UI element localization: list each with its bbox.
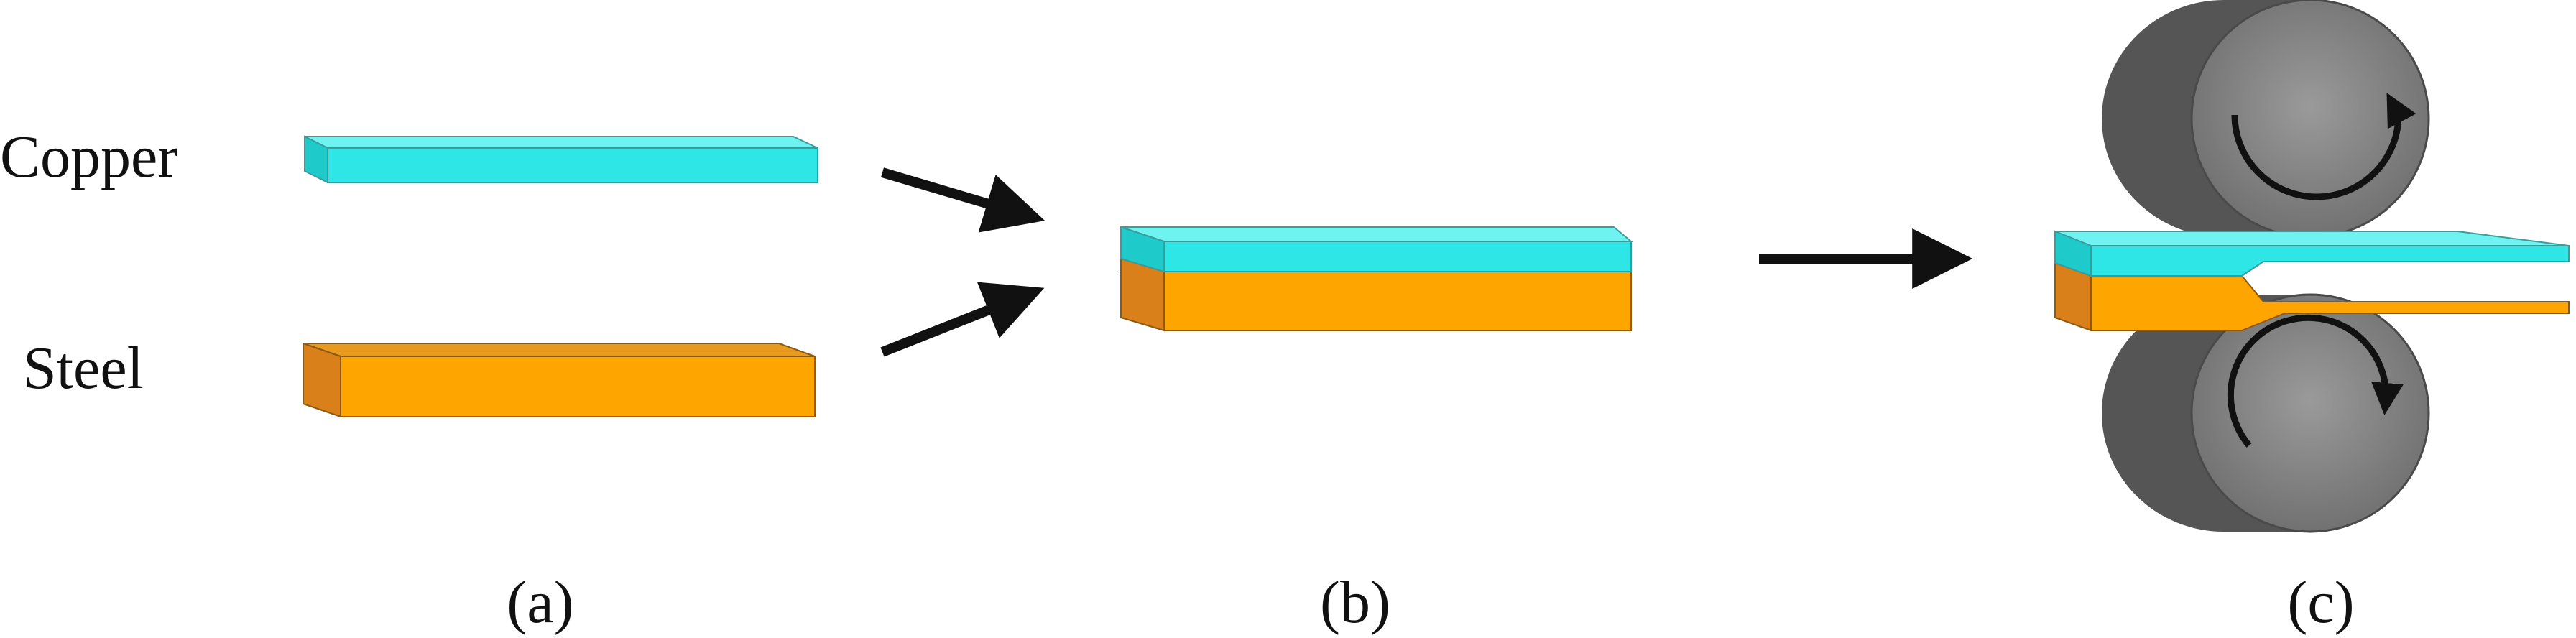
copper-strip-a (304, 135, 818, 184)
copper-label: Copper (0, 124, 177, 190)
rolled-strips-c (2054, 230, 2570, 332)
panel-label-c: (c) (2287, 569, 2354, 636)
arrow-icon (881, 167, 1045, 233)
panel-label-a: (a) (507, 569, 573, 636)
rotation-counterclockwise-icon (2227, 314, 2404, 448)
panel-label-b: (b) (1320, 569, 1390, 636)
stacked-strips-b (1120, 226, 1633, 332)
top-roller (2102, 0, 2430, 239)
bottom-roller (2102, 293, 2430, 533)
arrow-icon (880, 282, 1045, 357)
rotation-clockwise-icon (2231, 93, 2416, 200)
steel-strip-a (303, 342, 816, 418)
steel-label: Steel (23, 335, 144, 402)
